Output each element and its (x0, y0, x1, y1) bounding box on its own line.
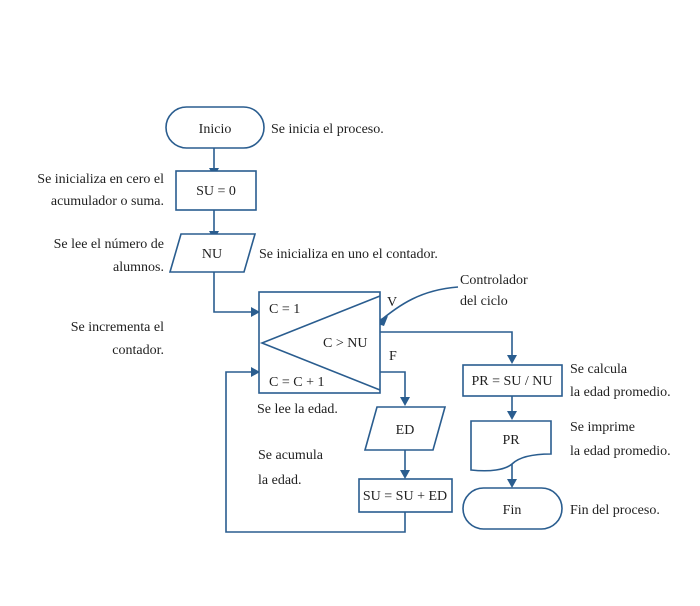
note-init-sum-2: acumulador o suma. (51, 194, 164, 209)
arrowhead-right-icon (251, 367, 260, 377)
note-controller-2: del ciclo (460, 294, 508, 309)
calc-pr-label: PR = SU / NU (471, 374, 552, 389)
read-ed-input (363, 406, 447, 451)
acc-sum-process (358, 478, 453, 513)
connector-nu-to-loop (213, 272, 256, 313)
start-label: Inicio (199, 122, 232, 137)
note-init-counter: Se inicializa en uno el contador. (259, 247, 438, 262)
note-print-2: la edad promedio. (570, 444, 671, 459)
loop-cond-label: C > NU (323, 336, 367, 351)
arrowhead-down-icon (507, 479, 517, 488)
init-sum-process (175, 170, 257, 211)
annotations: Se inicia el proceso. Se inicializa en c… (37, 122, 670, 518)
print-pr-label: PR (502, 433, 520, 448)
arrowhead-down-icon (507, 355, 517, 364)
note-increment-1: Se incrementa el (71, 320, 164, 335)
note-read-nu-1: Se lee el número de (54, 237, 164, 252)
end-label: Fin (503, 503, 522, 518)
connector-acc-back-to-loop (225, 371, 406, 533)
connectors (213, 148, 513, 533)
note-start: Se inicia el proceso. (271, 122, 384, 137)
init-sum-label: SU = 0 (196, 184, 236, 199)
note-init-sum-1: Se inicializa en cero el (37, 172, 164, 187)
note-calc-2: la edad promedio. (570, 385, 671, 400)
calc-pr-process (462, 364, 563, 397)
shapes (165, 106, 563, 530)
end-terminator (462, 487, 563, 530)
note-read-nu-2: alumnos. (113, 260, 164, 275)
loop-inc-label: C = C + 1 (269, 375, 324, 390)
loop-divider (259, 295, 381, 391)
loop-box (258, 291, 381, 394)
arrowhead-down-icon (400, 470, 410, 479)
true-flag: V (387, 295, 397, 310)
arrowhead-down-icon (400, 397, 410, 406)
arrowhead-right-icon (251, 307, 260, 317)
note-end: Fin del proceso. (570, 503, 660, 518)
print-pr-document (470, 420, 552, 472)
note-controller-1: Controlador (460, 273, 528, 288)
connector-false-to-ed (380, 371, 406, 400)
note-calc-1: Se calcula (570, 362, 628, 377)
note-increment-2: contador. (112, 343, 164, 358)
start-terminator (165, 106, 265, 149)
read-ed-label: ED (396, 423, 415, 438)
connector-true-to-calc (380, 331, 513, 358)
false-flag: F (389, 349, 397, 364)
node-labels: Inicio SU = 0 NU C = 1 C > NU C = C + 1 … (196, 122, 552, 518)
acc-sum-label: SU = SU + ED (363, 489, 447, 504)
loop-init-label: C = 1 (269, 302, 300, 317)
read-nu-label: NU (202, 247, 222, 262)
note-read-age: Se lee la edad. (257, 402, 338, 417)
note-accumulate-1: Se acumula (258, 448, 324, 463)
controller-pointer (380, 286, 459, 321)
read-nu-input (168, 233, 257, 273)
note-print-1: Se imprime (570, 420, 635, 435)
arrowhead-down-icon (507, 411, 517, 420)
note-accumulate-2: la edad. (258, 473, 302, 488)
